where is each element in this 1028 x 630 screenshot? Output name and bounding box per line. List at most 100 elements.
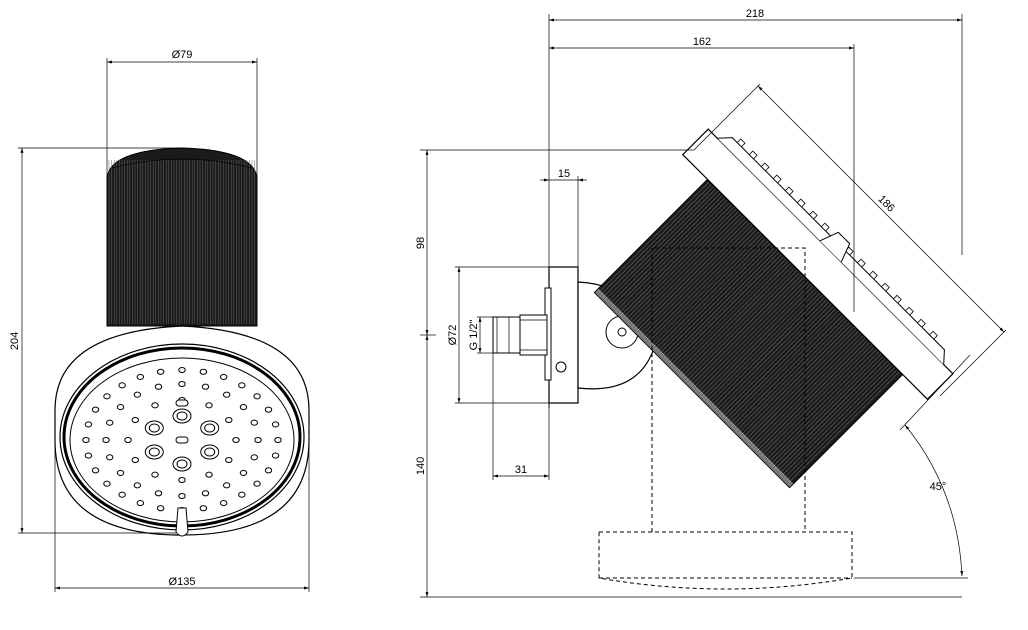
side-dimensions: 218 162 186 15 98 140 [415,8,1007,598]
nozzle-hole [151,402,159,409]
dim-top-diameter: Ø79 [172,49,193,61]
rib-line [632,215,744,327]
dim-lower-height: 140 [415,457,427,475]
rib-line [648,231,759,343]
large-nozzle-inner [204,423,216,433]
rib-line [759,342,870,454]
rib-line [634,218,746,329]
front-ribs [108,160,255,324]
nozzle-hole [199,368,208,375]
nozzle-hole [264,467,273,474]
nozzle-hole [156,368,165,375]
rib-line [609,193,721,304]
rib-line [618,202,730,313]
dim-upper-height: 98 [415,237,427,249]
nozzle-hole [205,402,213,409]
nozzle-hole [136,373,145,380]
nozzle-hole [106,419,114,426]
nozzle-hole [201,490,210,497]
rib-line [607,191,719,302]
nozzle-hole [84,421,93,428]
rib-line [655,238,766,350]
nozzle-hole [178,476,186,484]
nozzle-hole [199,505,208,512]
rib-line [630,213,741,325]
nozzle-hole [154,383,163,390]
dim-overall-width: 218 [746,8,764,20]
nozzle-hole [250,419,258,426]
tilted-shower-head [593,128,954,489]
dim-fitting-depth: 31 [515,464,527,476]
rib-line [765,349,877,461]
dim-angle: 45° [930,481,947,493]
nozzle-hole [133,391,142,398]
rib-line [786,369,897,481]
nozzle-hole [178,492,186,500]
nozzle-hole [271,452,280,459]
nozzle-hole [239,469,248,476]
nozzle-hole [131,456,139,464]
dim-inner-width: 162 [693,36,711,48]
rib-line [743,326,854,438]
top-slot [175,399,189,407]
rib-line [747,331,859,442]
alternate-position [598,247,853,590]
nozzle-hole [232,436,240,444]
rib-line [625,209,737,320]
nozzle-hole [253,393,261,400]
nozzle-hole [116,404,125,411]
nozzle-tip [928,330,938,340]
nozzle-hole [124,436,132,444]
rib-line [657,240,768,352]
nozzle-hole [274,436,282,444]
rib-line [602,186,714,298]
wall-flange [492,266,579,408]
rib-line [745,329,857,440]
large-nozzle-inner [176,459,188,469]
rib-line [783,367,895,479]
rib-line [779,362,891,474]
nozzle-hole [91,467,100,474]
rib-line [774,358,886,470]
rib-line [731,315,843,427]
rib-line [777,360,888,472]
large-nozzle-inner [204,447,216,457]
nozzle-hole [103,480,111,487]
nozzle-hole [222,482,231,489]
dim-height: 204 [9,332,21,350]
dim-wall-flange: 15 [558,168,570,180]
nozzle-hole [131,416,139,424]
nozzle-hole [238,491,246,498]
dim-bottom-diameter: Ø135 [169,576,196,588]
rib-line [641,224,753,336]
rib-line [616,200,728,311]
rib-line [763,347,875,458]
rib-line [752,335,863,447]
rib-line [756,340,868,452]
nozzle-hole [264,406,273,413]
nozzle-hole [154,490,163,497]
rib-line [600,184,712,295]
rib-line [652,236,764,347]
nozzle-holes [82,366,282,514]
rib-line [768,351,879,463]
side-view: 218 162 186 15 98 140 [415,8,1007,598]
front-dimensions: Ø79 204 Ø135 [9,49,310,592]
rib-line [661,245,773,356]
rib-line [612,195,723,307]
nozzle-hole [253,480,261,487]
rib-line [659,243,771,354]
large-nozzle-inner [176,411,188,421]
nozzle-hole [133,482,142,489]
rib-line [781,365,893,476]
nozzle-hole [254,436,262,444]
nozzle-hole [222,391,231,398]
rib-line [734,317,845,429]
nozzle-hole [151,471,159,478]
nozzle-hole [136,500,145,507]
center-slot [175,436,189,444]
rib-line [736,319,848,431]
dim-thread: G 1/2" [468,320,480,351]
dim-length: 186 [875,193,896,214]
